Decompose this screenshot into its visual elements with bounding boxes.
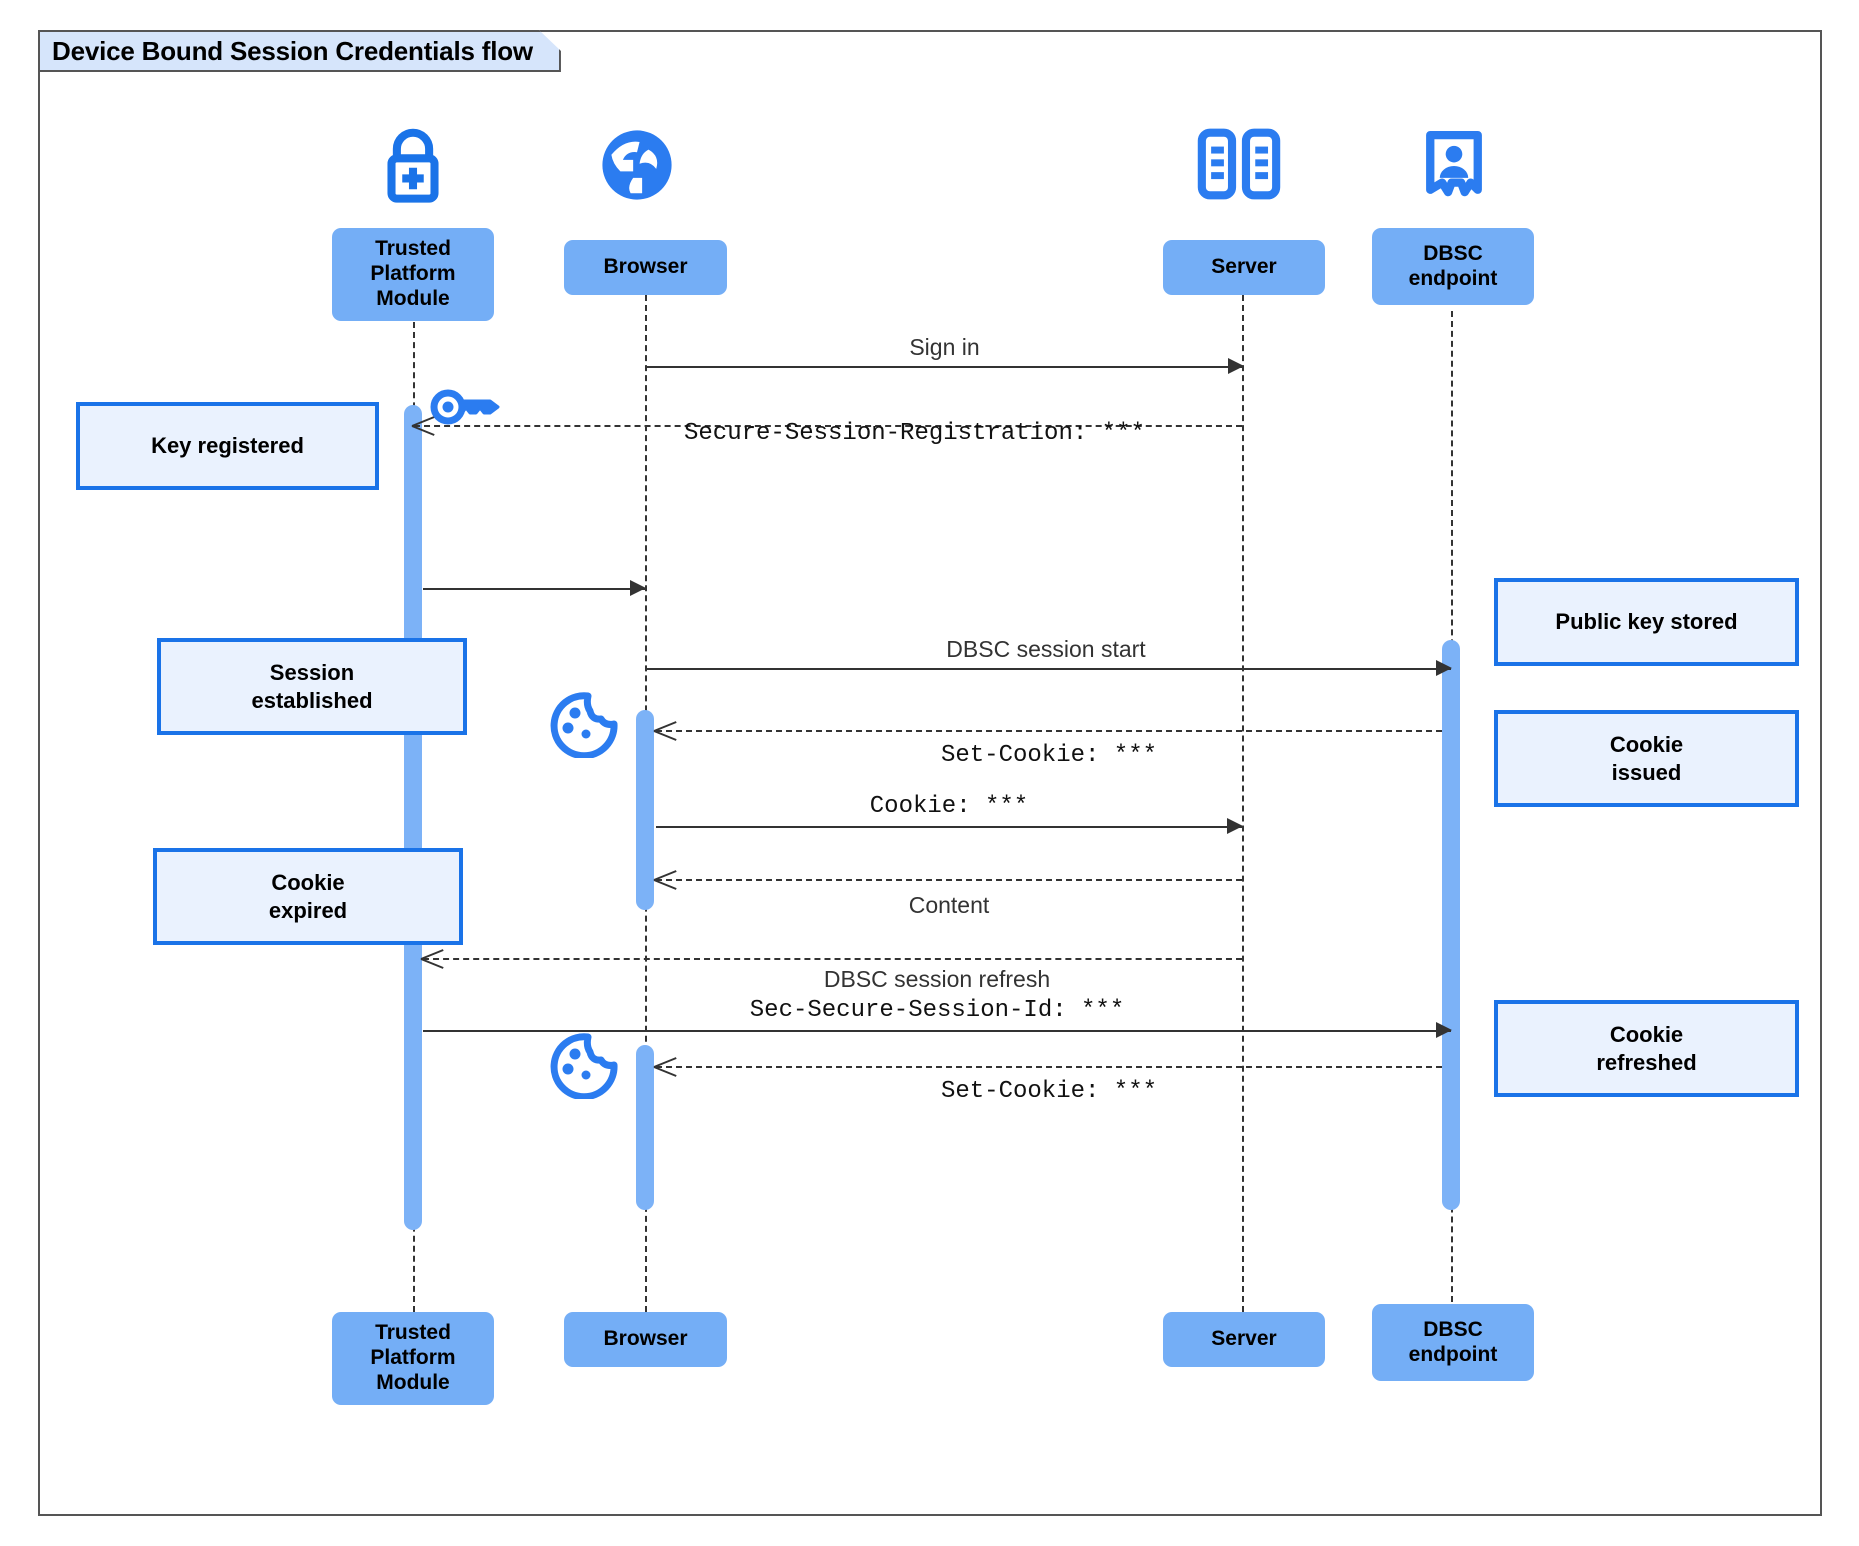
message-label-sign-in: Sign in	[909, 334, 980, 360]
message-label-content: Content	[908, 892, 990, 918]
participant-server-bottom[interactable]: Server	[1163, 1312, 1325, 1367]
participant-dbsc-bottom[interactable]: DBSC endpoint	[1372, 1304, 1534, 1381]
diagram-title: Device Bound Session Credentials flow	[38, 30, 561, 72]
activation-bar-browser-1	[636, 710, 654, 910]
note-key-registered: Key registered	[76, 402, 379, 490]
activation-bar-browser-2	[636, 1045, 654, 1210]
participant-dbsc-top[interactable]: DBSC endpoint	[1372, 228, 1534, 305]
message-label-set-cookie-2: Set-Cookie: ***	[940, 1078, 1158, 1105]
cookie-icon	[548, 690, 620, 758]
message-label-dbsc-session-refresh: DBSC session refresh	[823, 966, 1051, 992]
globe-icon	[596, 124, 678, 206]
note-text: Key registered	[151, 433, 304, 459]
participant-browser-top[interactable]: Browser	[564, 240, 727, 295]
server-rack-icon	[1197, 128, 1281, 200]
participant-server-top[interactable]: Server	[1163, 240, 1325, 295]
activation-bar-tpm	[404, 405, 422, 1230]
participant-label: Trusted Platform Module	[370, 237, 456, 310]
activation-bar-dbsc	[1442, 640, 1460, 1210]
message-label-sec-secure-session-id: Sec-Secure-Session-Id: ***	[749, 997, 1125, 1024]
participant-browser-bottom[interactable]: Browser	[564, 1312, 727, 1367]
message-label-cookie: Cookie: ***	[869, 793, 1029, 820]
participant-label: Server	[1211, 255, 1277, 279]
participant-label: DBSC endpoint	[1408, 1317, 1498, 1366]
message-label-set-cookie-1: Set-Cookie: ***	[940, 742, 1158, 769]
lifeline-server	[1242, 275, 1244, 1312]
participant-label: Server	[1211, 1327, 1277, 1351]
participant-tpm-bottom[interactable]: Trusted Platform Module	[332, 1312, 494, 1405]
message-label-dbsc-session-start: DBSC session start	[946, 636, 1146, 662]
id-badge-icon	[1423, 128, 1485, 204]
padlock-plus-icon	[370, 122, 456, 208]
participant-label: Trusted Platform Module	[370, 1321, 456, 1394]
cookie-icon	[548, 1031, 620, 1099]
participant-label: Browser	[603, 255, 688, 279]
participant-tpm-top[interactable]: Trusted Platform Module	[332, 228, 494, 321]
key-icon	[428, 382, 504, 432]
participant-label: Browser	[603, 1327, 688, 1351]
note-public-key-stored: Public key stored	[1494, 578, 1799, 666]
note-text: Public key stored	[1555, 609, 1738, 635]
message-label-secure-session-registration: Secure-Session-Registration: ***	[684, 420, 1145, 447]
participant-label: DBSC endpoint	[1408, 241, 1498, 290]
